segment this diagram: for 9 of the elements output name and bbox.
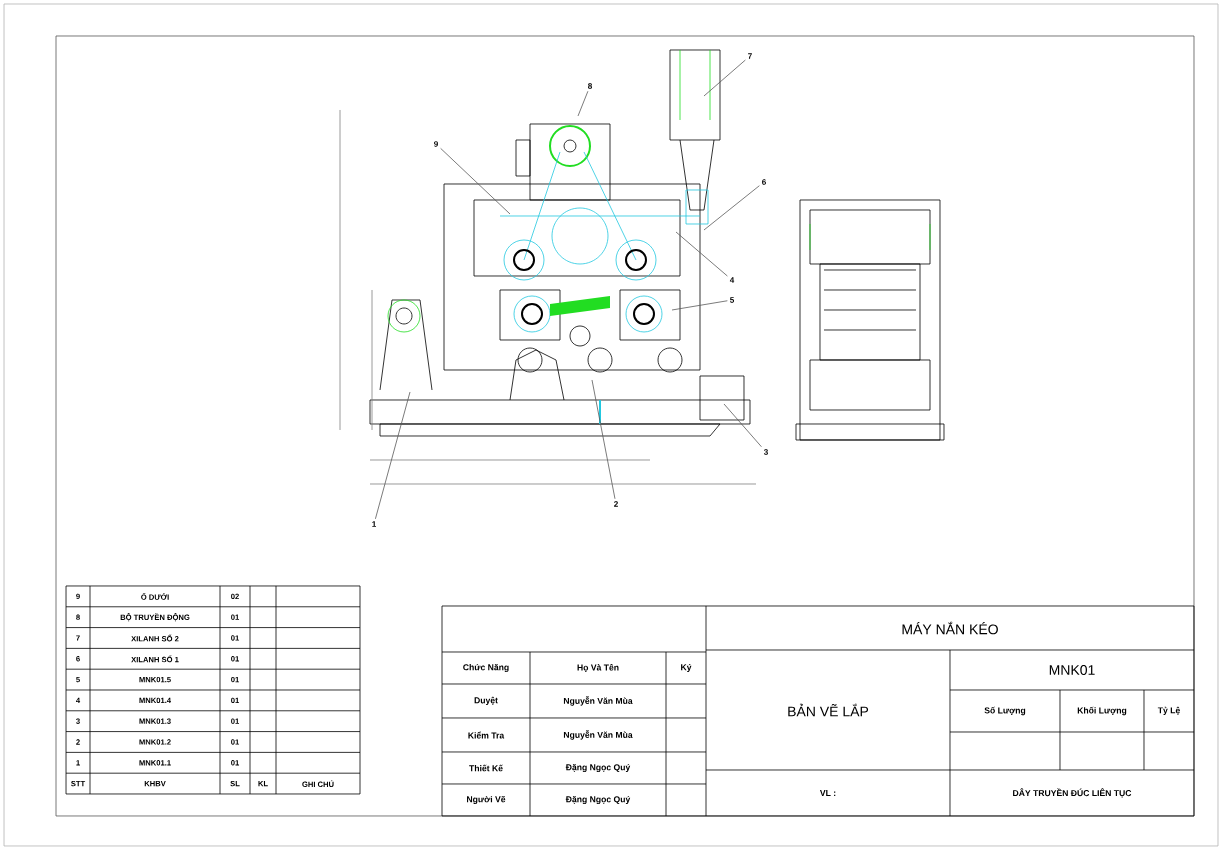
leader-line [675, 231, 728, 277]
leader-line [671, 300, 728, 311]
leader-line [703, 59, 746, 97]
leader-line [703, 185, 760, 231]
leader-line [440, 147, 511, 215]
leader-line [591, 379, 616, 500]
leader-line [723, 403, 762, 448]
leader-line [375, 391, 411, 520]
leader-line [577, 90, 589, 117]
